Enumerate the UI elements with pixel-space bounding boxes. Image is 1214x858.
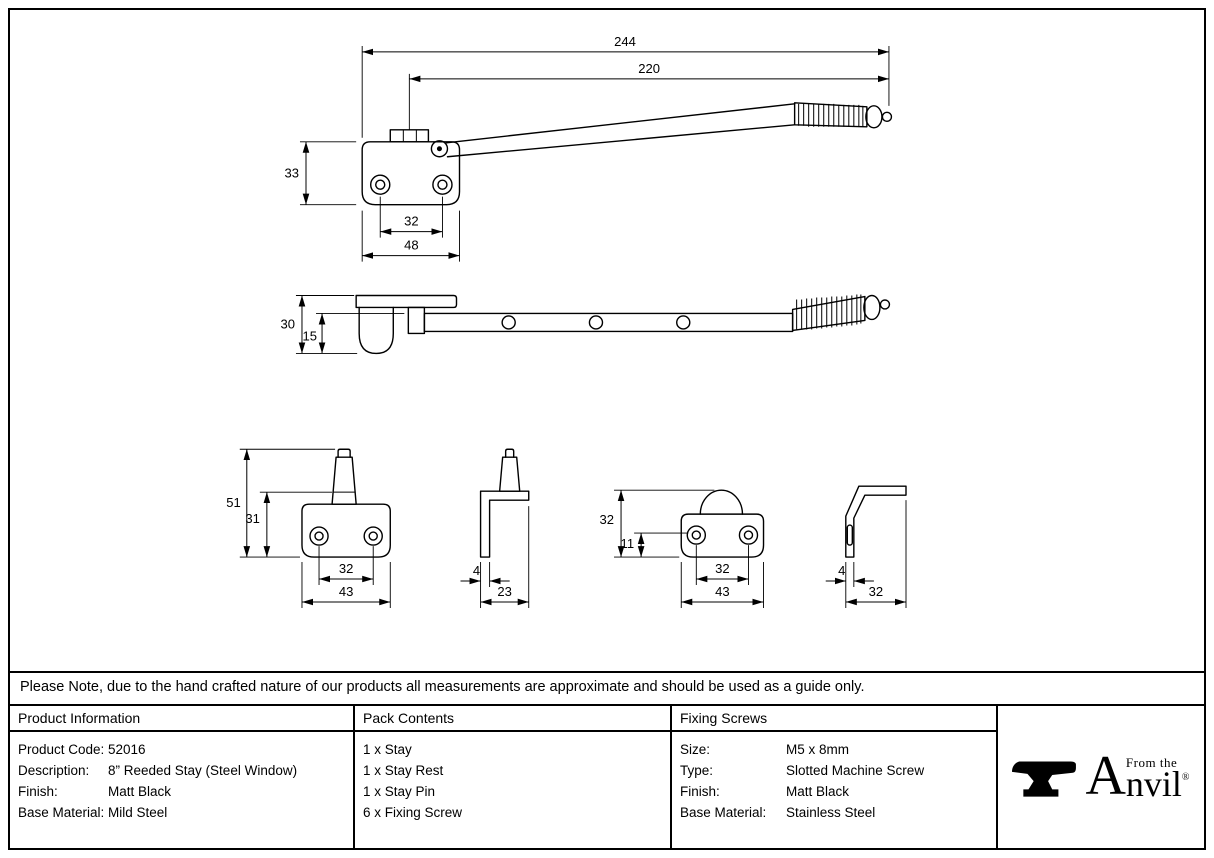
technical-drawing: 244 220 33 32 48 [226, 34, 907, 608]
brand-initial: A [1085, 744, 1126, 807]
measurement-note: Please Note, due to the hand crafted nat… [10, 670, 1204, 704]
dim-rest-thickness: 4 [838, 563, 845, 578]
brand-logo: A From the nvil ® [998, 706, 1204, 848]
dim-rest-inner-height: 11 [621, 536, 635, 551]
base-material-value: Mild Steel [108, 804, 168, 820]
screw-finish-label: Finish: [680, 783, 720, 799]
dim-side-inner-height: 15 [303, 328, 318, 343]
base-material-row: Base Material: Mild Steel [18, 802, 345, 823]
dim-overall-length: 244 [614, 34, 636, 49]
dim-rest-hole-spacing: 32 [715, 561, 730, 576]
screw-type-row: Type: Slotted Machine Screw [680, 760, 988, 781]
pack-item-stay-pin: 1 x Stay Pin [363, 783, 436, 799]
fixing-screws-body: Size: M5 x 8mm Type: Slotted Machine Scr… [672, 731, 998, 849]
stay-pin-front-dimensions: 51 31 32 43 [226, 448, 391, 608]
dim-plate-width: 48 [404, 238, 419, 253]
anvil-icon [1012, 761, 1077, 797]
dim-plate-hole-spacing: 32 [404, 214, 419, 229]
product-code-value: 52016 [108, 741, 146, 757]
dim-plate-height: 33 [284, 166, 299, 181]
fixing-screws-header: Fixing Screws [672, 705, 998, 732]
screw-type-value: Slotted Machine Screw [786, 762, 925, 778]
product-code-row: Product Code: 52016 [18, 739, 345, 760]
product-code-label: Product Code: [18, 741, 105, 757]
dim-pin-depth: 23 [497, 584, 512, 599]
screw-type-label: Type: [680, 762, 714, 778]
screw-finish-row: Finish: Matt Black [680, 781, 988, 802]
product-information-body: Product Code: 52016 Description: 8” Reed… [10, 731, 355, 849]
product-information-header: Product Information [10, 705, 355, 732]
description-row: Description: 8” Reeded Stay (Steel Windo… [18, 760, 345, 781]
stay-rest-side-dimensions: 4 32 [825, 500, 907, 608]
dim-side-height: 30 [280, 316, 295, 331]
screw-size-row: Size: M5 x 8mm [680, 739, 988, 760]
sheet-frame: 244 220 33 32 48 [8, 8, 1206, 850]
stay-top-view-dimensions: 244 220 33 32 48 [284, 34, 890, 262]
dim-pin-plate-width: 43 [339, 584, 354, 599]
pack-contents-header: Pack Contents [355, 705, 672, 732]
dim-rest-plate-width: 43 [715, 584, 730, 599]
technical-drawing-area: 244 220 33 32 48 [10, 10, 1204, 671]
stay-side-view-dimensions: 30 15 [280, 295, 405, 354]
spec-table: Product Information Pack Contents Fixing… [10, 703, 1204, 849]
dim-pin-thickness: 4 [473, 563, 480, 578]
screw-base-material-label: Base Material: [680, 804, 767, 820]
dim-rest-depth: 32 [869, 584, 884, 599]
finish-label: Finish: [18, 783, 58, 799]
stay-side-view [355, 294, 891, 355]
dim-arm-length: 220 [638, 61, 660, 76]
description-value: 8” Reeded Stay (Steel Window) [108, 762, 298, 778]
finish-row: Finish: Matt Black [18, 781, 345, 802]
pack-item-stay: 1 x Stay [363, 741, 412, 757]
base-material-label: Base Material: [18, 804, 105, 820]
dim-pin-hole-spacing: 32 [339, 561, 354, 576]
screw-finish-value: Matt Black [786, 783, 850, 799]
stay-rest-front-dimensions: 32 11 32 43 [600, 489, 764, 608]
stay-pin-front-view [301, 448, 391, 558]
pack-item-fixing-screw: 6 x Fixing Screw [363, 804, 463, 820]
screw-size-value: M5 x 8mm [786, 741, 850, 757]
stay-top-view [361, 102, 893, 206]
screw-base-material-value: Stainless Steel [786, 804, 876, 820]
brand-tagline: From the [1125, 754, 1178, 770]
stay-pin-side-view [479, 448, 530, 558]
screw-base-material-row: Base Material: Stainless Steel [680, 802, 988, 823]
finish-value: Matt Black [108, 783, 172, 799]
stay-rest-front-view [680, 489, 765, 558]
description-label: Description: [18, 762, 90, 778]
brand-name-rest: nvil [1125, 763, 1182, 804]
registered-mark: ® [1181, 771, 1190, 783]
dim-pin-height: 31 [245, 511, 260, 526]
dim-rest-height: 32 [600, 512, 615, 527]
dim-pin-overall-height: 51 [226, 495, 241, 510]
stay-pin-side-dimensions: 4 23 [460, 506, 530, 608]
pack-contents-body: 1 x Stay 1 x Stay Rest 1 x Stay Pin 6 x … [355, 731, 672, 849]
brand-wordmark: A From the nvil ® [1085, 744, 1190, 807]
screw-size-label: Size: [680, 741, 711, 757]
pack-item-stay-rest: 1 x Stay Rest [363, 762, 444, 778]
stay-rest-side-view [845, 485, 907, 558]
